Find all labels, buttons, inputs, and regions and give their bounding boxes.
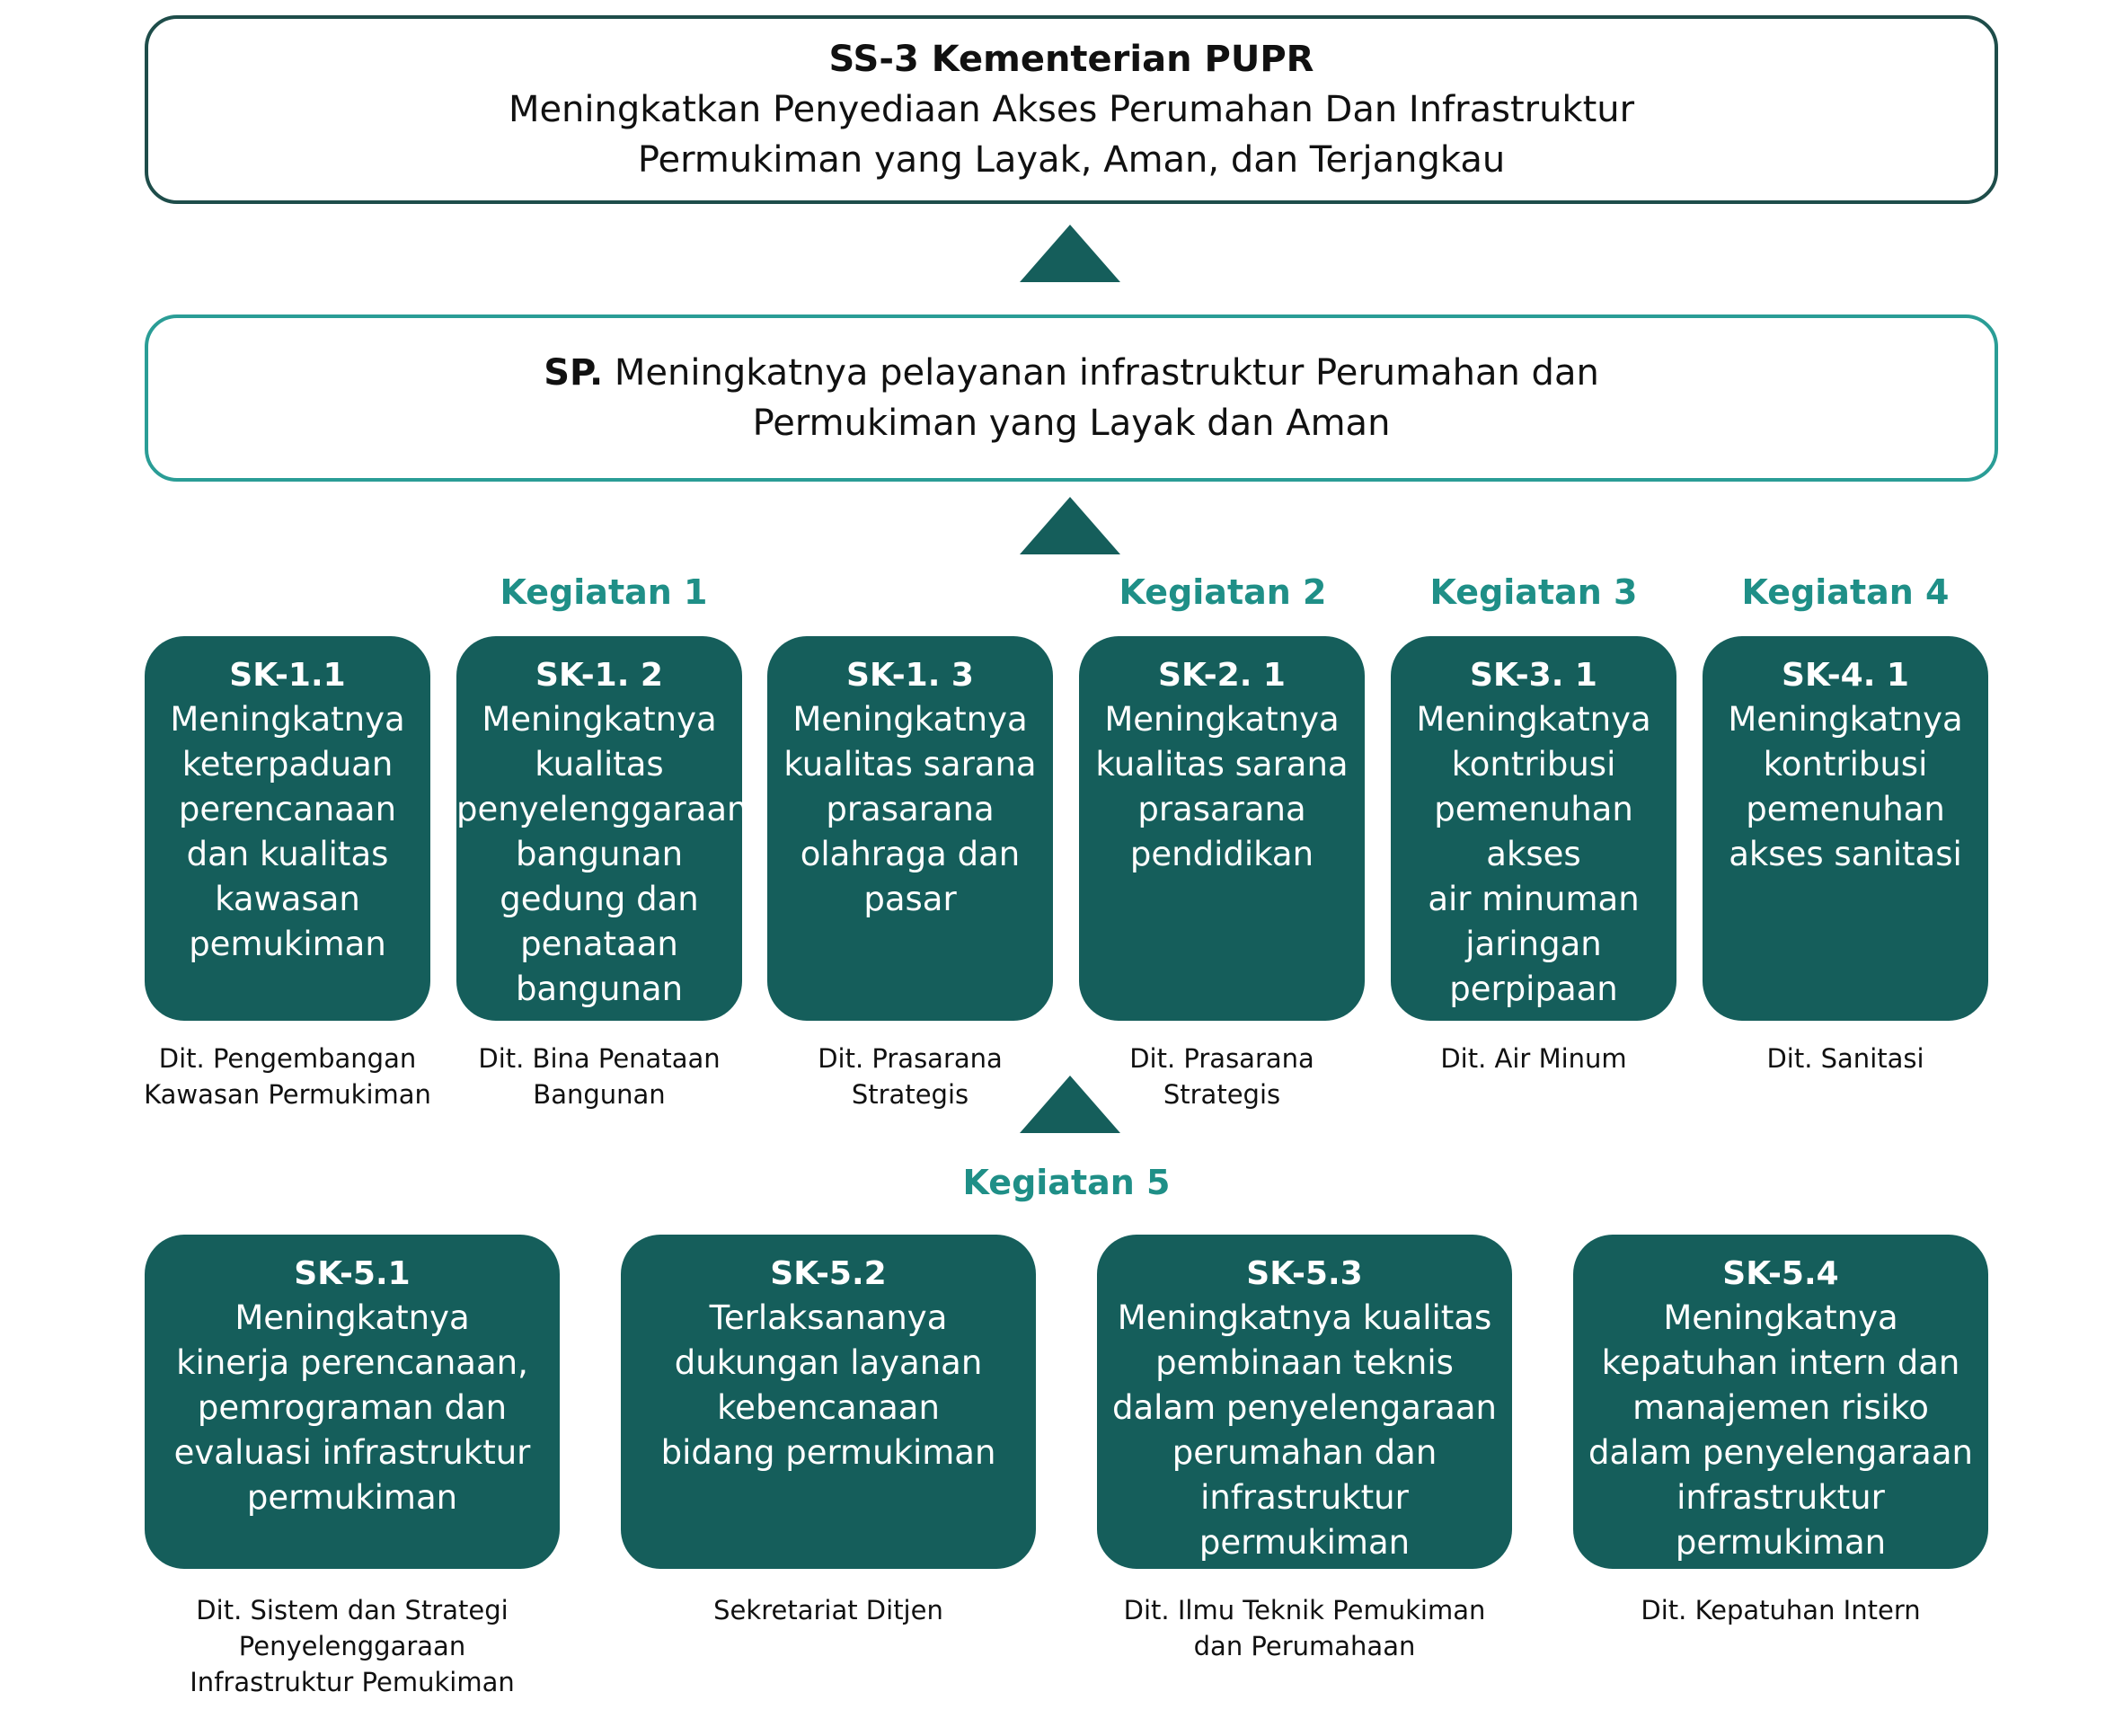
sk-code: SK-1. 2 xyxy=(535,657,663,694)
sk-card: SK-3. 1 Meningkatnya kontribusi pemenuha… xyxy=(1391,636,1676,1021)
sk-description: Meningkatnya kinerja perencanaan, pemrog… xyxy=(173,1298,531,1517)
sk-code: SK-5.3 xyxy=(1246,1255,1363,1292)
unit-label: Dit. Prasarana Strategis xyxy=(818,1043,1003,1110)
ss3-line-1: Meningkatkan Penyediaan Akses Perumahan … xyxy=(508,89,1635,130)
unit-label: Dit. Sanitasi xyxy=(1766,1043,1924,1074)
sk-code: SK-2. 1 xyxy=(1158,657,1286,694)
sk-card: SK-4. 1 Meningkatnya kontribusi pemenuha… xyxy=(1703,636,1988,1021)
unit-label: Sekretariat Ditjen xyxy=(713,1595,943,1625)
ss3-goal-box: SS-3 Kementerian PUPR Meningkatkan Penye… xyxy=(145,15,1998,204)
sk-code: SK-1. 3 xyxy=(846,657,974,694)
kegiatan-5-header: Kegiatan 5 xyxy=(962,1163,1171,1202)
sk-card: SK-5.4 Meningkatnya kepatuhan intern dan… xyxy=(1573,1235,1988,1569)
sk-card: SK-1. 2 Meningkatnya kualitas penyelengg… xyxy=(456,636,748,1021)
sk-description: Meningkatnya kualitas sarana prasarana p… xyxy=(1095,700,1349,873)
unit-label: Dit. Air Minum xyxy=(1440,1043,1627,1074)
sk-description: Meningkatnya kualitas pembinaan teknis d… xyxy=(1112,1298,1497,1562)
sk-description: Terlaksananya dukungan layanan kebencana… xyxy=(660,1298,996,1472)
sk-code: SK-1.1 xyxy=(229,657,346,694)
kegiatan-2-header: Kegiatan 2 xyxy=(1119,572,1327,612)
ss3-title: SS-3 Kementerian PUPR xyxy=(828,39,1314,80)
kegiatan-1-header: Kegiatan 1 xyxy=(500,572,708,612)
sk-description: Meningkatnya kualitas sarana prasarana o… xyxy=(783,700,1037,918)
sk-description: Meningkatnya kepatuhan intern dan manaje… xyxy=(1588,1298,1973,1562)
unit-label: Dit. Ilmu Teknik Pemukiman dan Perumahaa… xyxy=(1123,1595,1486,1661)
sk-code: SK-4. 1 xyxy=(1782,657,1909,694)
sk-description: Meningkatnya kontribusi pemenuhan akses … xyxy=(1728,700,1963,873)
sp-line-1: SP. Meningkatnya pelayanan infrastruktur… xyxy=(544,348,1599,398)
sp-line-2: Permukiman yang Layak dan Aman xyxy=(752,403,1391,444)
unit-label: Dit. Sistem dan Strategi Penyelenggaraan… xyxy=(190,1595,515,1697)
sp-line-1-text: Meningkatnya pelayanan infrastruktur Per… xyxy=(614,352,1599,394)
sk-card: SK-1. 3 Meningkatnya kualitas sarana pra… xyxy=(767,636,1053,1021)
sk-description: Meningkatnya keterpaduan perencanaan dan… xyxy=(170,700,405,963)
sk-card: SK-2. 1 Meningkatnya kualitas sarana pra… xyxy=(1079,636,1365,1021)
sk-code: SK-3. 1 xyxy=(1470,657,1597,694)
sk-card: SK-5.1 Meningkatnya kinerja perencanaan,… xyxy=(145,1235,560,1569)
sp-target-box: SP. Meningkatnya pelayanan infrastruktur… xyxy=(145,314,1998,482)
sk-card: SK-1.1 Meningkatnya keterpaduan perencan… xyxy=(145,636,430,1021)
sk-description: Meningkatnya kualitas penyelenggaraan ba… xyxy=(456,700,748,1008)
kegiatan-3-header: Kegiatan 3 xyxy=(1429,572,1638,612)
kegiatan-4-header: Kegiatan 4 xyxy=(1741,572,1950,612)
unit-label: Dit. Kepatuhan Intern xyxy=(1641,1595,1921,1625)
up-arrow-icon xyxy=(1020,1076,1120,1133)
sk-code: SK-5.1 xyxy=(294,1255,411,1292)
sk-code: SK-5.4 xyxy=(1722,1255,1839,1292)
sk-description: Meningkatnya kontribusi pemenuhan akses … xyxy=(1416,700,1651,1008)
ss3-line-2: Permukiman yang Layak, Aman, dan Terjang… xyxy=(637,139,1506,181)
sk-card: SK-5.3 Meningkatnya kualitas pembinaan t… xyxy=(1097,1235,1512,1569)
up-arrow-icon xyxy=(1020,497,1120,554)
unit-label: Dit. Bina Penataan Bangunan xyxy=(478,1043,721,1110)
up-arrow-icon xyxy=(1020,225,1120,282)
unit-label: Dit. Pengembangan Kawasan Permukiman xyxy=(144,1043,431,1110)
sk-card: SK-5.2 Terlaksananya dukungan layanan ke… xyxy=(621,1235,1036,1569)
sp-label: SP. xyxy=(544,352,604,394)
unit-label: Dit. Prasarana Strategis xyxy=(1129,1043,1314,1110)
sk-code: SK-5.2 xyxy=(770,1255,887,1292)
